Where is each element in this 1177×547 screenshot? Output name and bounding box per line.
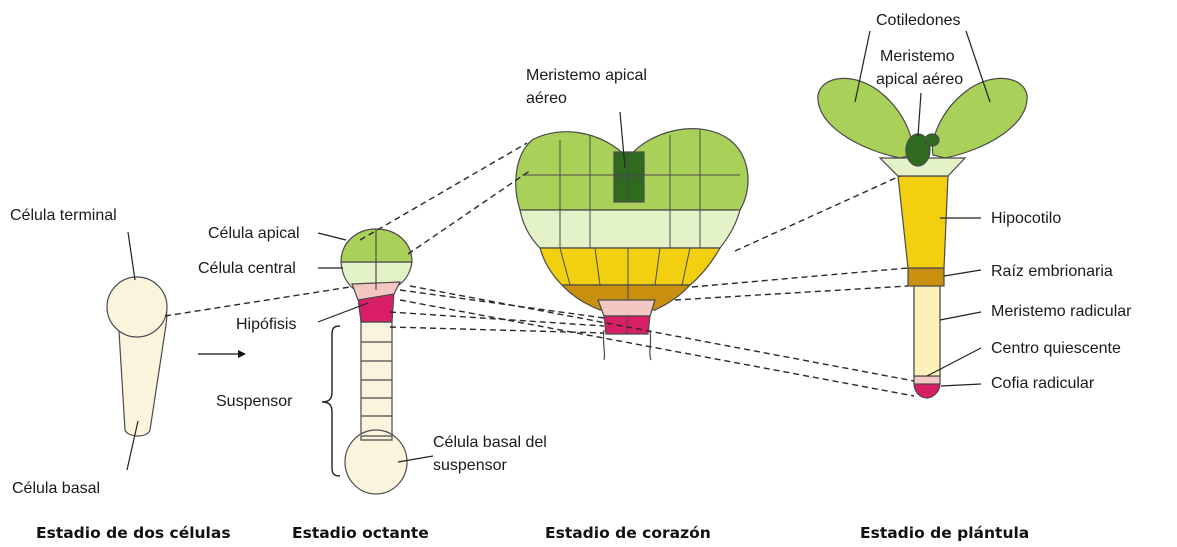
label-cotiledones: Cotiledones xyxy=(876,12,961,29)
stage-labels: Estadio de dos células Estadio octante E… xyxy=(36,524,1029,542)
label-celula-apical: Célula apical xyxy=(208,225,300,242)
stage-label-corazon: Estadio de corazón xyxy=(545,524,711,542)
label-meristemo-radicular: Meristemo radicular xyxy=(991,303,1132,320)
label-meristemo-apical-aereo-1: Meristemo apical xyxy=(526,67,647,84)
label-centro-quiescente: Centro quiescente xyxy=(991,340,1121,357)
heart-shoot-meristem xyxy=(614,152,644,202)
root-cap-shape xyxy=(914,383,940,398)
label-celula-basal: Célula basal xyxy=(12,480,100,497)
label-hipofisis: Hipófisis xyxy=(236,316,296,333)
stage-label-dos-celulas: Estadio de dos células xyxy=(36,524,231,542)
label-meristemo-apical-aereo-pl-1: Meristemo xyxy=(880,48,955,65)
two-cell-embryo xyxy=(107,277,167,436)
label-celula-terminal: Célula terminal xyxy=(10,207,117,224)
hypocotyl-shape xyxy=(898,176,948,268)
heart-embryo xyxy=(516,129,748,360)
label-suspensor: Suspensor xyxy=(216,393,293,410)
label-meristemo-apical-aereo-2: aéreo xyxy=(526,90,567,107)
label-cofia-radicular: Cofia radicular xyxy=(991,375,1095,392)
terminal-cell-shape xyxy=(107,277,167,337)
stage-label-plantula: Estadio de plántula xyxy=(860,524,1029,542)
label-raiz-embrionaria: Raíz embrionaria xyxy=(991,263,1113,280)
label-celula-basal-suspensor-2: suspensor xyxy=(433,457,507,474)
octant-embryo xyxy=(341,229,412,494)
suspensor-brace xyxy=(322,326,340,476)
cotyledon-left xyxy=(818,78,913,158)
stage-label-octante: Estadio octante xyxy=(292,524,429,542)
label-meristemo-apical-aereo-pl-2: apical aéreo xyxy=(876,71,963,88)
label-celula-central: Célula central xyxy=(198,260,296,277)
label-celula-basal-suspensor-1: Célula basal del xyxy=(433,434,547,451)
cotyledon-right xyxy=(932,78,1027,158)
progression-arrow xyxy=(198,350,246,358)
suspensor-shape xyxy=(361,322,392,436)
label-hipocotilo: Hipocotilo xyxy=(991,210,1061,227)
